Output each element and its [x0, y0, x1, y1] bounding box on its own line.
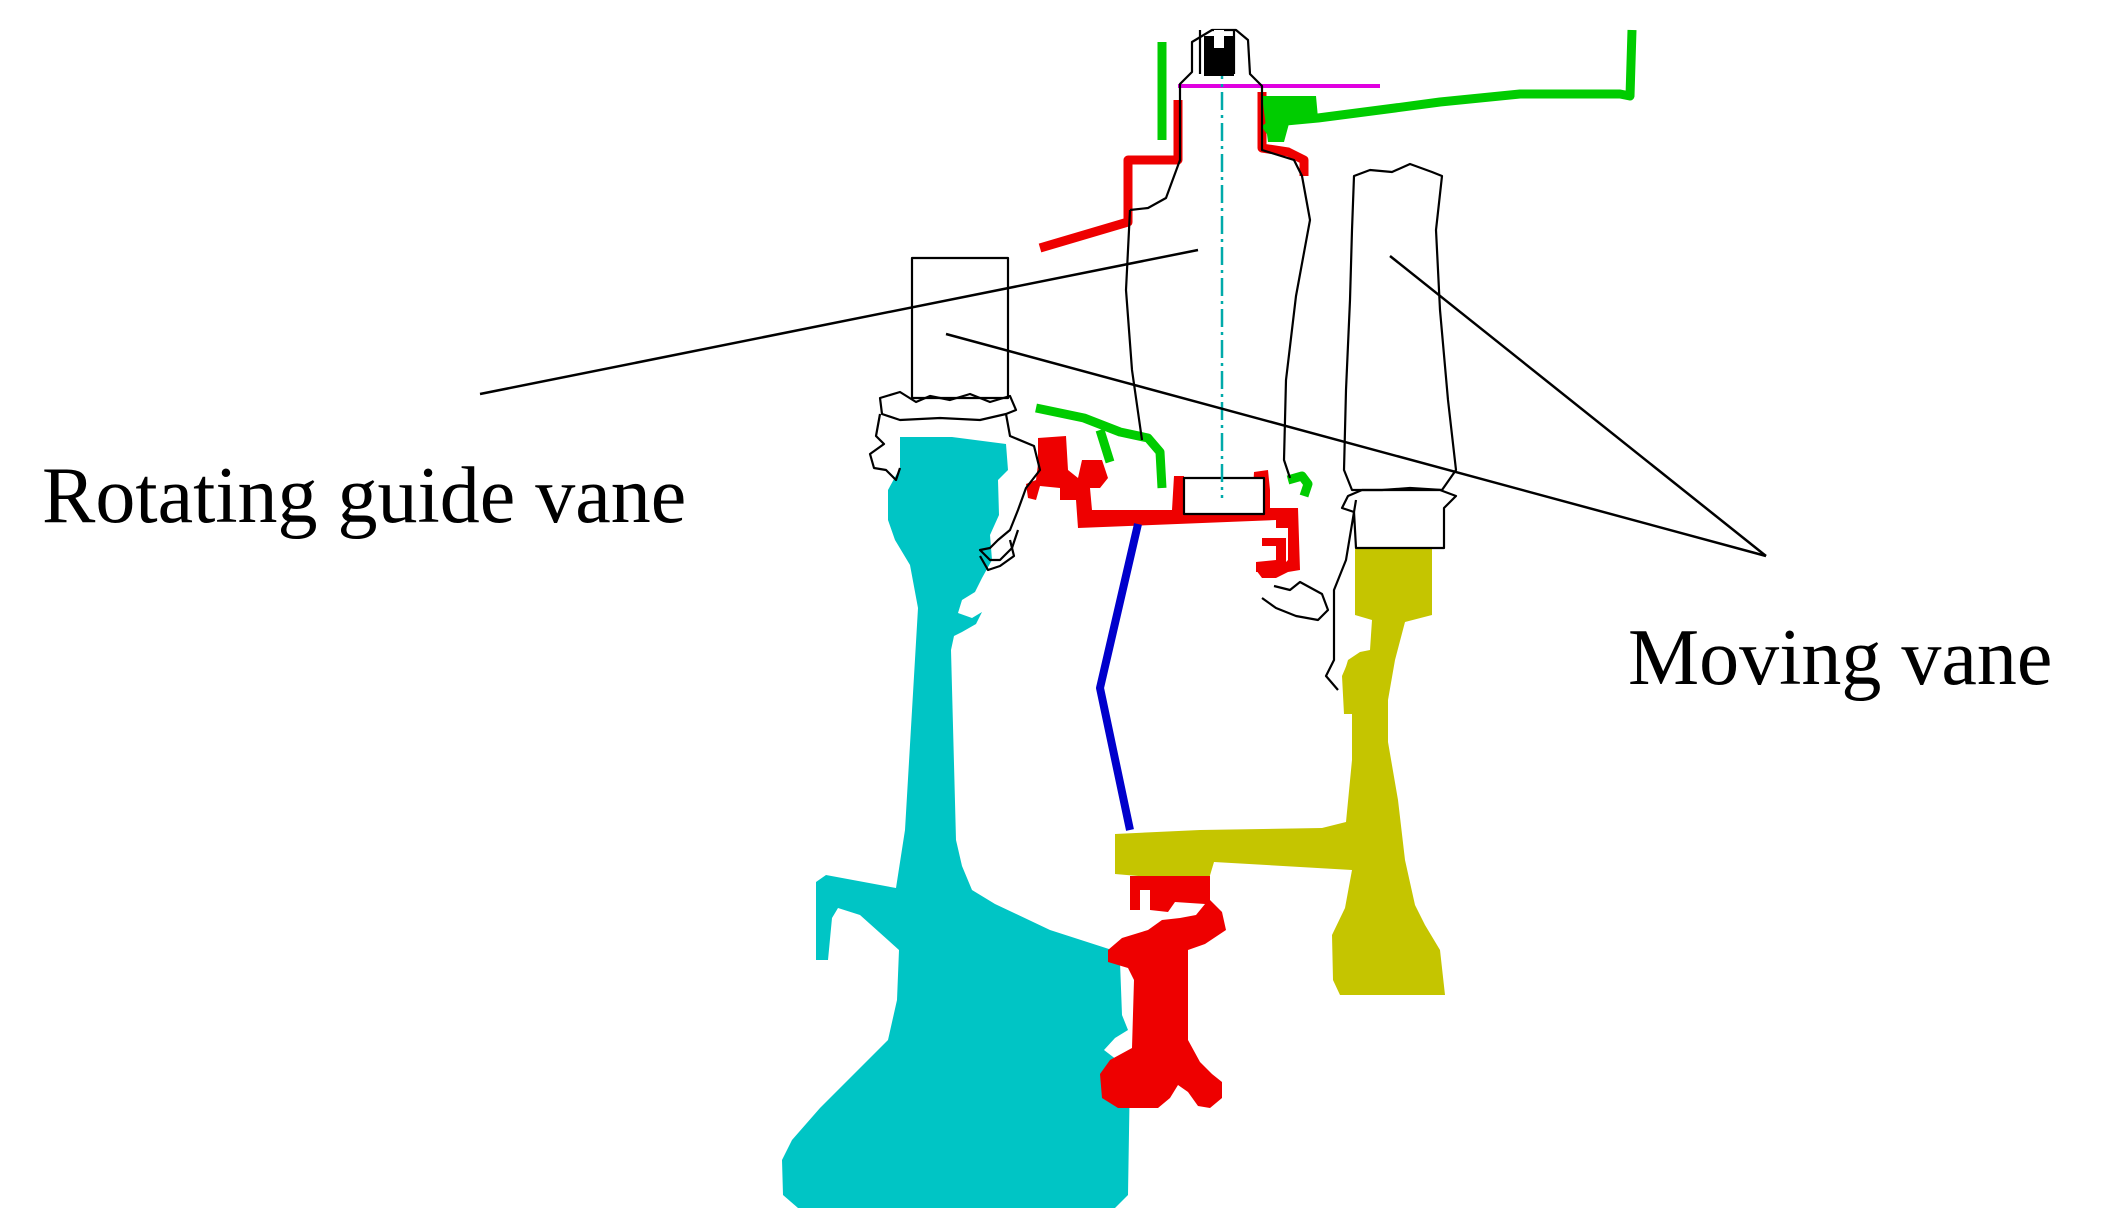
- green-lower-seal-tab: [1095, 428, 1115, 464]
- yellow-disk-hook: [1342, 660, 1380, 714]
- central-vane-left-edge: [1129, 28, 1312, 479]
- leader-moving-vane-to-blade: [1389, 255, 1767, 557]
- yellow-compressor-disk: [1115, 548, 1445, 995]
- cyan-disk-body: [782, 437, 1130, 1208]
- label-moving-vane: Moving vane: [1628, 614, 2053, 702]
- moving-vane-stem: [1324, 499, 1358, 691]
- label-rotating-guide-vane: Rotating guide vane: [42, 452, 687, 540]
- green-upper-block: [1262, 96, 1318, 142]
- moving-vane-seal-line: [1261, 580, 1330, 622]
- top-bolt: [1204, 30, 1234, 76]
- guide-vane-blade: [910, 256, 1010, 400]
- green-outer-casing: [1035, 29, 1637, 498]
- red-seal-parts: [1026, 92, 1309, 1108]
- leader-rotating-guide-vane: [479, 248, 1199, 396]
- central-vane-root: [1182, 476, 1266, 516]
- blue-connecting-rod: [1096, 523, 1142, 831]
- guide-vane-left-hook: [868, 413, 902, 482]
- red-lower-right-corner: [1256, 538, 1286, 572]
- green-small-right: [1286, 471, 1313, 498]
- moving-vane-blade: [1342, 162, 1458, 492]
- guide-vane-inner-curve: [979, 539, 1016, 572]
- leader-lines: [479, 248, 1767, 558]
- red-middle-seal: [1026, 436, 1300, 578]
- leader-moving-vane-to-guide: [945, 332, 1767, 558]
- guide-vane-right-hook: [978, 413, 1042, 562]
- cyan-turbine-disk: [782, 437, 1130, 1208]
- green-right-arm: [1261, 29, 1637, 134]
- central-vane-left-side: [1124, 209, 1144, 441]
- yellow-disk-web: [1115, 548, 1445, 995]
- moving-vane-root: [1340, 488, 1458, 550]
- guide-vane-platform: [878, 390, 1018, 422]
- vane-outlines: [868, 28, 1458, 691]
- bolt-slot: [1214, 30, 1224, 48]
- red-lower-hub: [1100, 876, 1226, 1108]
- red-upper-bracket-left: [1038, 100, 1183, 253]
- green-lower-seal: [1035, 403, 1167, 489]
